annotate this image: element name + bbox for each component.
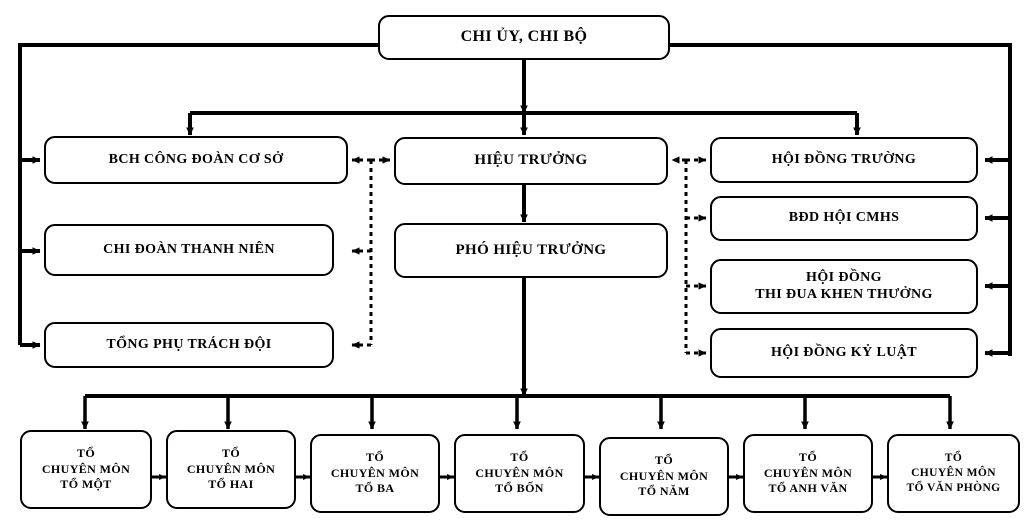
- node-youth-union-label: CHI ĐOÀN THANH NIÊN: [103, 241, 275, 257]
- node-group-office-line2: CHUYÊN MÔN: [911, 467, 996, 480]
- node-group-3-line1: TỔ: [365, 450, 385, 465]
- node-group-2-line1: TỔ: [221, 446, 241, 461]
- node-group-4-line1: TỔ: [510, 450, 529, 465]
- node-group-office[interactable]: TỔ CHUYÊN MÔN TỔ VĂN PHÒNG: [887, 434, 1020, 513]
- node-group-1[interactable]: TỔ CHUYÊN MÔN TỔ MỘT: [20, 430, 152, 509]
- bottom-bus-drop-arrows: [81, 396, 954, 430]
- node-group-5-line3: TỔ NĂM: [638, 484, 690, 499]
- node-group-5-line2: CHUYÊN MÔN: [619, 468, 709, 483]
- node-group-5-line1: TỔ: [654, 453, 674, 468]
- node-principal[interactable]: HIỆU TRƯỞNG: [394, 137, 668, 185]
- node-emulation-council[interactable]: HỘI ĐỒNG THI ĐUA KHEN THƯỞNG: [710, 259, 978, 314]
- node-group-2[interactable]: TỔ CHUYÊN MÔN TỔ HAI: [166, 430, 296, 509]
- node-group-2-line2: CHUYÊN MÔN: [186, 461, 276, 476]
- node-vice-principal[interactable]: PHÓ HIỆU TRƯỞNG: [394, 223, 668, 278]
- node-emulation-council-line2: THI ĐUA KHEN THƯỞNG: [755, 286, 933, 302]
- node-group-3-line2: CHUYÊN MÔN: [330, 465, 420, 480]
- node-group-3[interactable]: TỔ CHUYÊN MÔN TỔ BA: [310, 434, 440, 513]
- node-discipline-council-label: HỘI ĐỒNG KỶ LUẬT: [770, 344, 918, 360]
- dotted-right-arrows: [671, 156, 707, 357]
- node-group-english-line2: CHUYÊN MÔN: [763, 465, 853, 480]
- node-group-2-line3: TỔ HAI: [208, 477, 254, 492]
- node-group-4[interactable]: TỔ CHUYÊN MÔN TỔ BỐN: [454, 434, 585, 513]
- node-group-4-line3: TỔ BỐN: [495, 481, 544, 496]
- node-discipline-council[interactable]: HỘI ĐỒNG KỶ LUẬT: [710, 328, 978, 378]
- node-school-council-label: HỘI ĐỒNG TRƯỜNG: [771, 151, 917, 167]
- node-union-committee-label: BCH CÔNG ĐOÀN CƠ SỞ: [108, 151, 284, 167]
- node-group-4-line2: CHUYÊN MÔN: [475, 465, 564, 480]
- node-team-leader-label: TỔNG PHỤ TRÁCH ĐỘI: [106, 336, 272, 352]
- dotted-left-arrows: [351, 156, 391, 349]
- node-group-office-line3: TỔ VĂN PHÒNG: [906, 481, 1001, 494]
- bus-drop-arrows: [186, 113, 861, 136]
- node-parents-association[interactable]: BĐD HỘI CMHS: [710, 196, 978, 241]
- top-outer-rails: [18, 43, 1012, 356]
- node-group-english[interactable]: TỔ CHUYÊN MÔN TỔ ANH VĂN: [743, 434, 873, 513]
- node-group-3-line3: TỔ BA: [355, 481, 395, 496]
- node-group-1-line3: TỔ MỘT: [60, 477, 112, 492]
- node-group-office-line1: TỔ: [944, 452, 963, 465]
- node-group-1-line1: TỔ: [76, 446, 96, 461]
- node-group-english-line1: TỔ: [798, 450, 818, 465]
- right-rail-arrows: [984, 156, 1010, 357]
- left-rail-arrows: [20, 156, 41, 349]
- node-group-english-line3: TỔ ANH VĂN: [768, 481, 848, 496]
- node-principal-label: HIỆU TRƯỞNG: [474, 152, 588, 169]
- node-party-committee[interactable]: CHI ỦY, CHI BỘ: [378, 15, 670, 60]
- node-team-leader[interactable]: TỔNG PHỤ TRÁCH ĐỘI: [44, 322, 334, 368]
- node-vice-principal-label: PHÓ HIỆU TRƯỞNG: [455, 241, 607, 258]
- node-school-council[interactable]: HỘI ĐỒNG TRƯỜNG: [710, 137, 978, 183]
- node-group-1-line2: CHUYÊN MÔN: [41, 461, 131, 476]
- node-group-5[interactable]: TỔ CHUYÊN MÔN TỔ NĂM: [599, 437, 729, 516]
- node-party-committee-label: CHI ỦY, CHI BỘ: [460, 28, 588, 46]
- node-youth-union[interactable]: CHI ĐOÀN THANH NIÊN: [44, 224, 334, 276]
- node-union-committee[interactable]: BCH CÔNG ĐOÀN CƠ SỞ: [44, 136, 348, 184]
- node-parents-association-label: BĐD HỘI CMHS: [788, 210, 900, 226]
- node-emulation-council-line1: HỘI ĐỒNG: [806, 269, 882, 285]
